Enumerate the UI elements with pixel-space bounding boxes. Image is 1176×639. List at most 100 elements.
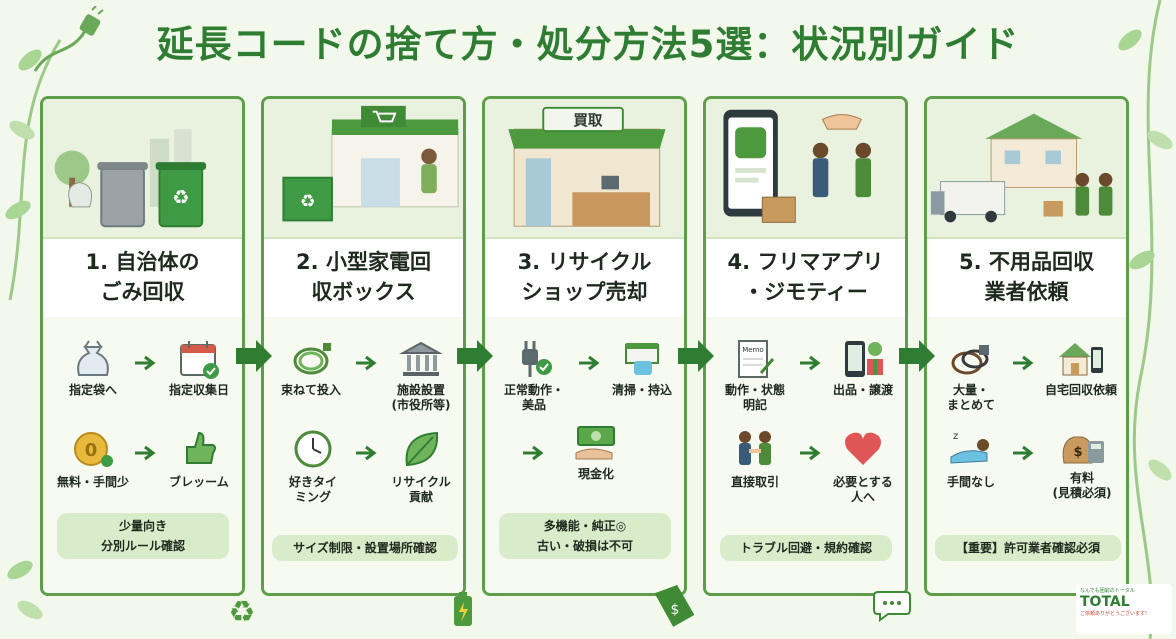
card-title: 2. 小型家電回 収ボックス xyxy=(296,250,431,304)
flow-arrow-icon xyxy=(899,340,935,372)
recycle-shop-illustration: 買取 xyxy=(485,99,684,239)
step-recycle-contribution: リサイクル 貢献 xyxy=(376,427,463,505)
svg-text:z: z xyxy=(953,431,958,442)
card-flea-market-app: 4. フリマアプリ ・ジモティー Memo 動作・状態 明記 出品・譲渡 xyxy=(703,96,908,596)
step-label: 施設設置 (市役所等) xyxy=(391,383,451,412)
svg-text:0: 0 xyxy=(85,440,98,461)
flow-arrow-icon xyxy=(678,340,714,372)
card-title: 5. 不用品回収 業者依頼 xyxy=(959,250,1094,304)
phone-gift-icon xyxy=(845,341,883,377)
thumbs-up-icon xyxy=(186,431,216,464)
brand-logo: なんでも困窮のトータル TOTAL ご依頼ありがとうございます! xyxy=(1076,584,1172,634)
card-body: Memo 動作・状態 明記 出品・譲渡 xyxy=(706,317,905,593)
step-label: 自宅回収依頼 xyxy=(1044,383,1117,397)
plug-check-icon xyxy=(522,341,552,377)
step-direct-trade: 直接取引 xyxy=(710,427,800,490)
note-box: 【重要】許可業者確認必須 xyxy=(935,535,1121,561)
plug-cord-decoration xyxy=(33,6,104,72)
step-label: リサイクル 貢献 xyxy=(391,475,451,504)
note-text: 古い・破損は不可 xyxy=(536,539,633,553)
corner-leaf-decoration-left xyxy=(5,39,62,300)
step-label: 指定袋へ xyxy=(68,383,117,397)
card-body: 指定袋へ 指定収集日 0 無料・手間少 xyxy=(43,317,242,593)
note-text: トラブル回避・規約確認 xyxy=(739,541,872,555)
step-label: 大量・ まとめて xyxy=(946,383,995,412)
step-designated-bag: 指定袋へ xyxy=(53,339,133,398)
step-collection-day: 指定収集日 xyxy=(159,339,239,398)
store-illustration: ♻ xyxy=(264,99,463,239)
card-body: 大量・ まとめて 自宅回収依頼 z 手間なし $ xyxy=(927,317,1126,593)
chat-bubble-icon xyxy=(873,591,911,622)
logo-wordmark: TOTAL xyxy=(1080,594,1130,610)
battery-icon xyxy=(454,592,472,626)
arrow-right-icon xyxy=(800,355,821,371)
note-text: 【重要】許可業者確認必須 xyxy=(955,541,1100,555)
card-title: 3. リサイクル ショップ売却 xyxy=(517,250,652,304)
page-title: 延長コードの捨て方・処分方法5選：状況別ガイド xyxy=(156,23,1020,66)
step-home-pickup: 自宅回収依頼 xyxy=(1033,339,1126,398)
relax-icon: z xyxy=(950,431,989,464)
recycle-icon: ♻ xyxy=(229,595,256,630)
step-label: 動作・状態 明記 xyxy=(724,383,785,412)
note-text: 多機能・純正◎ xyxy=(543,519,627,533)
svg-text:♻: ♻ xyxy=(229,595,256,630)
calendar-check-icon xyxy=(180,341,219,379)
price-tag-icon: $ xyxy=(654,584,694,627)
arrow-right-icon xyxy=(135,355,156,371)
note-box: 多機能・純正◎ 古い・破損は不可 xyxy=(499,513,671,559)
arrow-right-icon xyxy=(1013,355,1034,371)
card-municipal-collection: ♻ 1. 自治体の ごみ回収 指定袋へ 指定収集日 xyxy=(40,96,245,596)
step-paid-estimate: $ 有料 (見積必須) xyxy=(1037,423,1126,501)
memo-icon: Memo xyxy=(738,340,775,378)
step-label: 手間なし xyxy=(946,475,995,489)
step-label: 好きタイ ミング xyxy=(288,475,337,504)
arrow-right-icon xyxy=(135,445,156,461)
note-box: 少量向き 分別ルール確認 xyxy=(57,513,229,559)
step-label: 束ねて投入 xyxy=(280,383,341,397)
cash-icon xyxy=(575,426,615,460)
arrow-right-icon xyxy=(356,355,377,371)
heart-icon xyxy=(845,432,881,465)
cord-pile-icon xyxy=(951,345,989,375)
step-describe-condition: Memo 動作・状態 明記 xyxy=(710,339,800,413)
step-label: 清掃・持込 xyxy=(611,383,672,397)
step-bundle-insert: 束ねて投入 xyxy=(268,339,354,398)
building-icon xyxy=(399,341,443,376)
card-body: 正常動作・ 美品 清掃・持込 現金化 多機能・純正◎ 古い・破損は不可 xyxy=(485,317,684,593)
shop-sign-text: 買取 xyxy=(573,112,603,129)
step-label: 有料 (見積必須) xyxy=(1052,471,1112,500)
step-label: 直接取引 xyxy=(730,475,779,489)
card-title: 4. フリマアプリ ・ジモティー xyxy=(727,250,884,304)
trash-bins-illustration: ♻ xyxy=(43,99,242,239)
note-box: サイズ制限・設置場所確認 xyxy=(272,535,458,561)
step-label: ブレッーム xyxy=(169,475,229,489)
house-truck-illustration xyxy=(927,99,1126,239)
card-body: 束ねて投入 施設設置 (市役所等) 好きタイ ミング xyxy=(264,317,463,593)
flow-arrow-icon xyxy=(457,340,493,372)
step-facility: 施設設置 (市役所等) xyxy=(376,339,463,413)
step-label: 必要とする 人へ xyxy=(833,475,893,504)
arrow-right-icon xyxy=(579,355,600,371)
arrow-right-icon xyxy=(356,445,377,461)
card-recycle-shop: 買取 3. リサイクル ショップ売却 正常動作・ 美品 清掃・持込 xyxy=(482,96,687,596)
corner-leaf-decoration-right xyxy=(1118,0,1173,639)
bottom-leaf-decoration xyxy=(7,560,43,620)
note-box: トラブル回避・規約確認 xyxy=(720,535,892,561)
svg-text:$: $ xyxy=(671,602,680,618)
arrow-right-icon xyxy=(1013,445,1034,461)
flow-arrow-icon xyxy=(236,340,272,372)
arrow-right-icon xyxy=(523,445,544,461)
cleaning-icon xyxy=(625,343,659,375)
note-text: 分別ルール確認 xyxy=(100,539,185,553)
step-cash: 現金化 xyxy=(551,423,641,482)
step-label: 無料・手間少 xyxy=(56,475,129,489)
leaf-icon xyxy=(405,431,439,467)
arrow-right-icon xyxy=(800,445,821,461)
house-phone-icon xyxy=(1059,343,1103,376)
step-free-low-effort: 0 無料・手間少 xyxy=(53,427,133,490)
svg-text:♻: ♻ xyxy=(300,192,316,212)
garbage-bag-icon xyxy=(77,340,109,376)
card-junk-removal: 5. 不用品回収 業者依頼 大量・ まとめて 自宅回収依頼 z xyxy=(924,96,1129,596)
logo-slogan: ご依頼ありがとうございます! xyxy=(1080,611,1148,617)
step-bulk: 大量・ まとめて xyxy=(931,339,1011,413)
